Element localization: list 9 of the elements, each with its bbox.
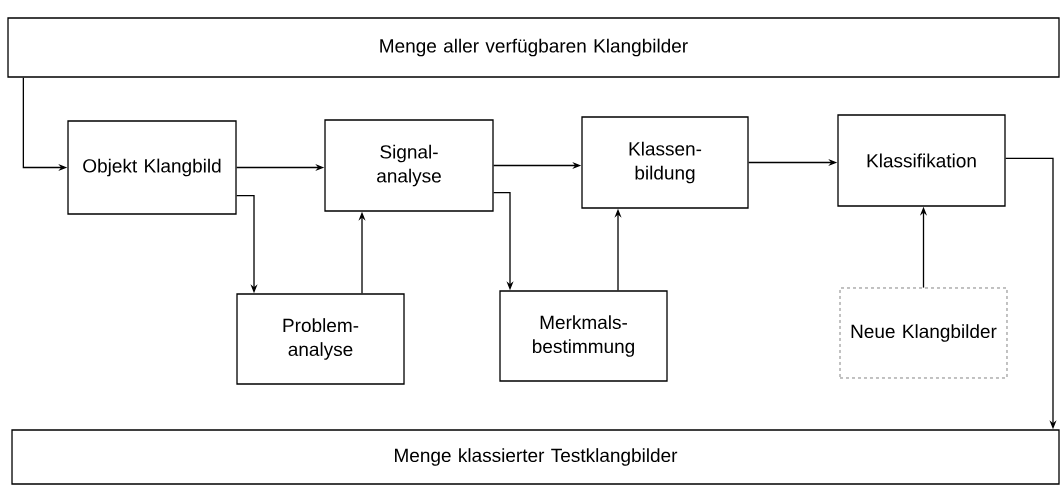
process-box: Klassen- bildung <box>581 116 749 209</box>
process-box: Klassifikation <box>837 114 1006 207</box>
process-box: Signal- analyse <box>324 119 494 212</box>
process-box: Merkmals- bestimmung <box>499 290 668 382</box>
process-box: Problem- analyse <box>236 293 405 385</box>
dashed-box: Neue Klangbilder <box>839 287 1008 379</box>
process-box: Objekt Klangbild <box>67 120 237 215</box>
band-box: Menge aller verfügbaren Klangbilder <box>7 17 1060 78</box>
band-box: Menge klassierter Testklangbilder <box>11 429 1060 485</box>
